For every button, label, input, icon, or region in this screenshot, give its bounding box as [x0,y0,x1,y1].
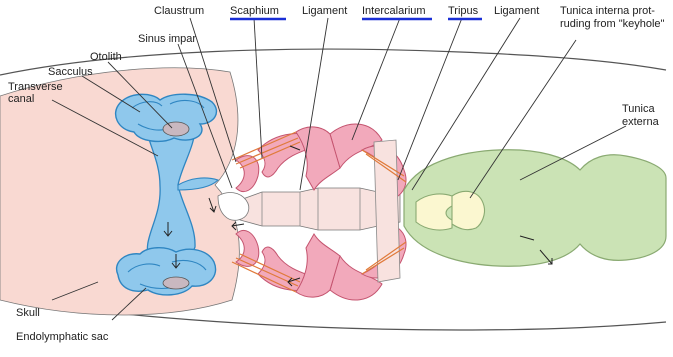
swim-bladder [404,150,666,266]
label-sacculus: Sacculus [48,66,93,78]
rib-bar [374,140,400,282]
label-tripus: Tripus [448,5,479,17]
label-otolith: Otolith [90,51,122,63]
label-skull: Skull [16,307,40,319]
label-sinus-impar: Sinus impar [138,33,196,45]
weberian-ossicles [218,124,406,300]
label-tunica-interna-2: ruding from "keyhole" [560,18,665,30]
label-tunica-externa-1: Tunica [622,103,655,115]
label-transverse-canal-2: canal [8,93,34,105]
label-claustrum: Claustrum [154,5,204,17]
lower-otolith [163,277,189,289]
label-endolymphatic-sac: Endolymphatic sac [16,331,109,343]
label-ligament-right: Ligament [494,5,539,17]
label-transverse-canal-1: Transverse [8,81,63,93]
label-intercalarium: Intercalarium [362,5,426,17]
label-ligament-top: Ligament [302,5,347,17]
label-tunica-interna-1: Tunica interna prot- [560,5,655,17]
label-scaphium: Scaphium [230,5,279,17]
label-tunica-externa-2: externa [622,116,660,128]
upper-otolith [163,122,189,136]
